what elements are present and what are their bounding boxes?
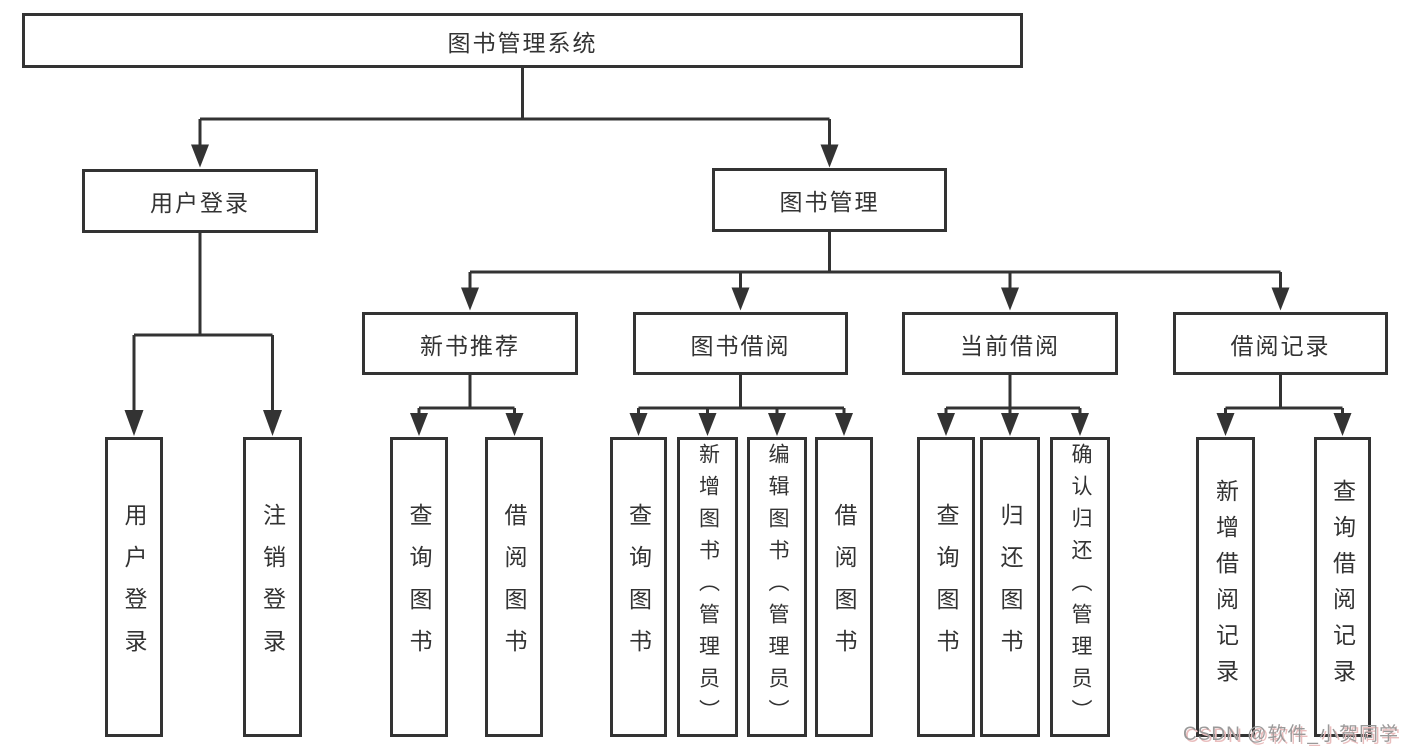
leaf-query-book-2: 查询图书 — [610, 437, 667, 737]
node-borrow-records: 借阅记录 — [1173, 312, 1388, 375]
leaf-add-borrow-record-label: 新增借阅记录 — [1212, 479, 1239, 695]
leaf-add-book-label: 新增图书（管理员） — [696, 443, 720, 731]
node-user-login-label: 用户登录 — [150, 190, 250, 216]
leaf-confirm-return: 确认归还（管理员） — [1050, 437, 1110, 737]
leaf-query-book-1: 查询图书 — [390, 437, 448, 737]
node-borrow-records-label: 借阅记录 — [1230, 332, 1331, 359]
node-book-mgmt: 图书管理 — [712, 168, 947, 232]
leaf-add-book: 新增图书（管理员） — [677, 437, 738, 737]
leaf-logout-label: 注销登录 — [259, 503, 286, 671]
node-root-label: 图书管理系统 — [447, 29, 598, 56]
leaf-borrow-book-2: 借阅图书 — [815, 437, 873, 737]
leaf-return-book-label: 归还图书 — [997, 503, 1023, 671]
leaf-query-book-1-label: 查询图书 — [406, 503, 432, 671]
node-current-borrow-label: 当前借阅 — [960, 332, 1060, 359]
leaf-borrow-book-2-label: 借阅图书 — [831, 503, 857, 671]
leaf-confirm-return-label: 确认归还（管理员） — [1069, 443, 1092, 731]
leaf-user-login-label: 用户登录 — [121, 503, 147, 671]
leaf-query-book-3: 查询图书 — [917, 437, 975, 737]
leaf-borrow-book-1: 借阅图书 — [485, 437, 543, 737]
leaf-user-login: 用户登录 — [105, 437, 163, 737]
node-book-borrow: 图书借阅 — [633, 312, 848, 375]
leaf-query-book-2-label: 查询图书 — [625, 503, 652, 671]
leaf-edit-book: 编辑图书（管理员） — [747, 437, 807, 737]
leaf-query-borrow-record: 查询借阅记录 — [1314, 437, 1371, 737]
node-user-login: 用户登录 — [82, 169, 318, 233]
node-root: 图书管理系统 — [22, 13, 1023, 68]
node-new-book-rec-label: 新书推荐 — [420, 332, 520, 359]
node-book-borrow-label: 图书借阅 — [690, 332, 791, 359]
node-book-mgmt-label: 图书管理 — [779, 189, 880, 215]
csdn-watermark: CSDN @软件_小贺同学 — [1183, 724, 1399, 745]
node-current-borrow: 当前借阅 — [902, 312, 1118, 375]
leaf-return-book: 归还图书 — [980, 437, 1040, 737]
leaf-edit-book-label: 编辑图书（管理员） — [766, 443, 789, 731]
leaf-query-book-3-label: 查询图书 — [933, 503, 959, 671]
leaf-add-borrow-record: 新增借阅记录 — [1196, 437, 1255, 737]
leaf-query-borrow-record-label: 查询借阅记录 — [1329, 479, 1356, 695]
leaf-logout: 注销登录 — [243, 437, 302, 737]
node-new-book-rec: 新书推荐 — [362, 312, 578, 375]
leaf-borrow-book-1-label: 借阅图书 — [501, 503, 527, 671]
